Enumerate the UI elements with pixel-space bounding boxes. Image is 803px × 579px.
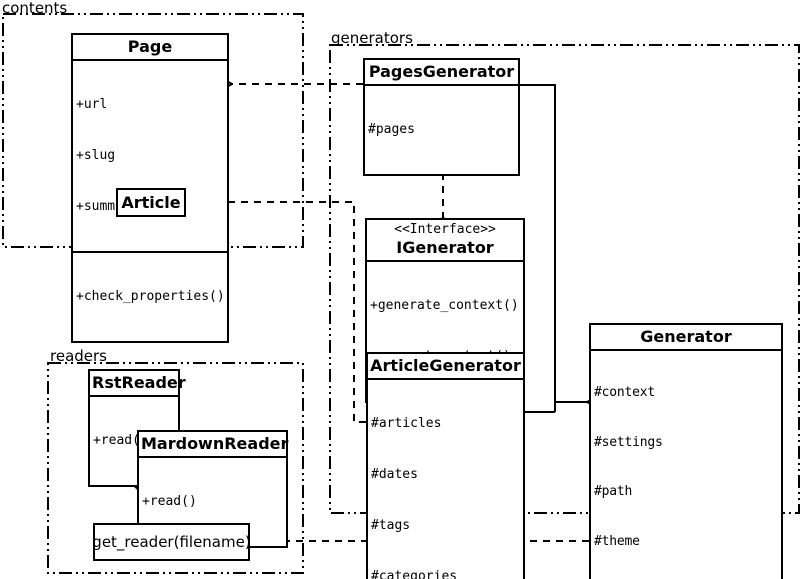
attr-line: #path: [594, 484, 633, 499]
class-box-articlegenerator: ArticleGenerator #articles #dates #tags …: [366, 352, 525, 579]
class-name-igenerator: <<Interface>> IGenerator: [367, 220, 523, 260]
attr-line: #pages: [368, 122, 415, 137]
attr-line: #settings: [594, 434, 663, 450]
class-name-page: Page: [127, 37, 173, 56]
class-name-rstreader: RstReader: [92, 373, 186, 392]
class-name-pagesgenerator: PagesGenerator: [368, 62, 515, 81]
method-line: +generate_context(): [370, 298, 519, 313]
class-name-articlegenerator: ArticleGenerator: [370, 356, 521, 375]
attr-line: #tags: [371, 518, 411, 533]
attr-line: #categories: [371, 569, 458, 579]
method-line: +read(): [93, 433, 148, 448]
attr-line: #context: [594, 385, 656, 400]
class-box-generator: Generator #context #settings #path #them…: [589, 323, 783, 579]
class-box-rstreader: RstReader +read(): [88, 369, 186, 487]
class-name-generator: Generator: [640, 327, 732, 346]
dependency-articlegenerator-article: [189, 202, 366, 423]
class-methods-mardownreader: +read(): [139, 456, 286, 546]
package-border-readers: [47, 362, 304, 574]
package-border-generators: [329, 44, 800, 514]
attr-line: #theme: [594, 533, 640, 549]
attr-line: #articles: [371, 416, 442, 431]
class-stereotype: <<Interface>>: [394, 222, 496, 237]
package-label-readers: readers: [50, 347, 107, 365]
attr-line: +slug: [76, 148, 116, 163]
package-label-contents: contents: [2, 0, 68, 17]
class-box-article: Article: [116, 188, 186, 217]
function-label: get_reader(filename): [92, 533, 251, 551]
class-name-article: Article: [121, 193, 181, 212]
inheritance-pagesgenerator-generator: [520, 84, 556, 412]
class-attrs-pagesgenerator: #pages: [365, 84, 518, 174]
class-box-pagesgenerator: PagesGenerator #pages: [363, 58, 520, 176]
function-box-getreader: get_reader(filename): [92, 523, 251, 561]
class-attrs-page: +url +slug +summary: [73, 59, 227, 251]
class-methods-page: +check_properties(): [73, 251, 227, 341]
package-label-generators: generators: [331, 29, 413, 47]
class-attrs-articlegenerator: #articles #dates #tags #categories: [368, 378, 523, 579]
class-attrs-generator: #context #settings #path #theme #output_…: [591, 349, 781, 579]
package-border-contents: [2, 13, 304, 248]
method-line: +read(): [142, 494, 197, 509]
class-methods-rstreader: +read(): [90, 395, 178, 485]
class-name-mardownreader: MardownReader: [141, 434, 289, 453]
method-line: +check_properties(): [76, 289, 225, 304]
attr-line: #dates: [371, 467, 418, 482]
class-name-text: IGenerator: [396, 238, 494, 257]
attr-line: +url: [76, 97, 108, 112]
